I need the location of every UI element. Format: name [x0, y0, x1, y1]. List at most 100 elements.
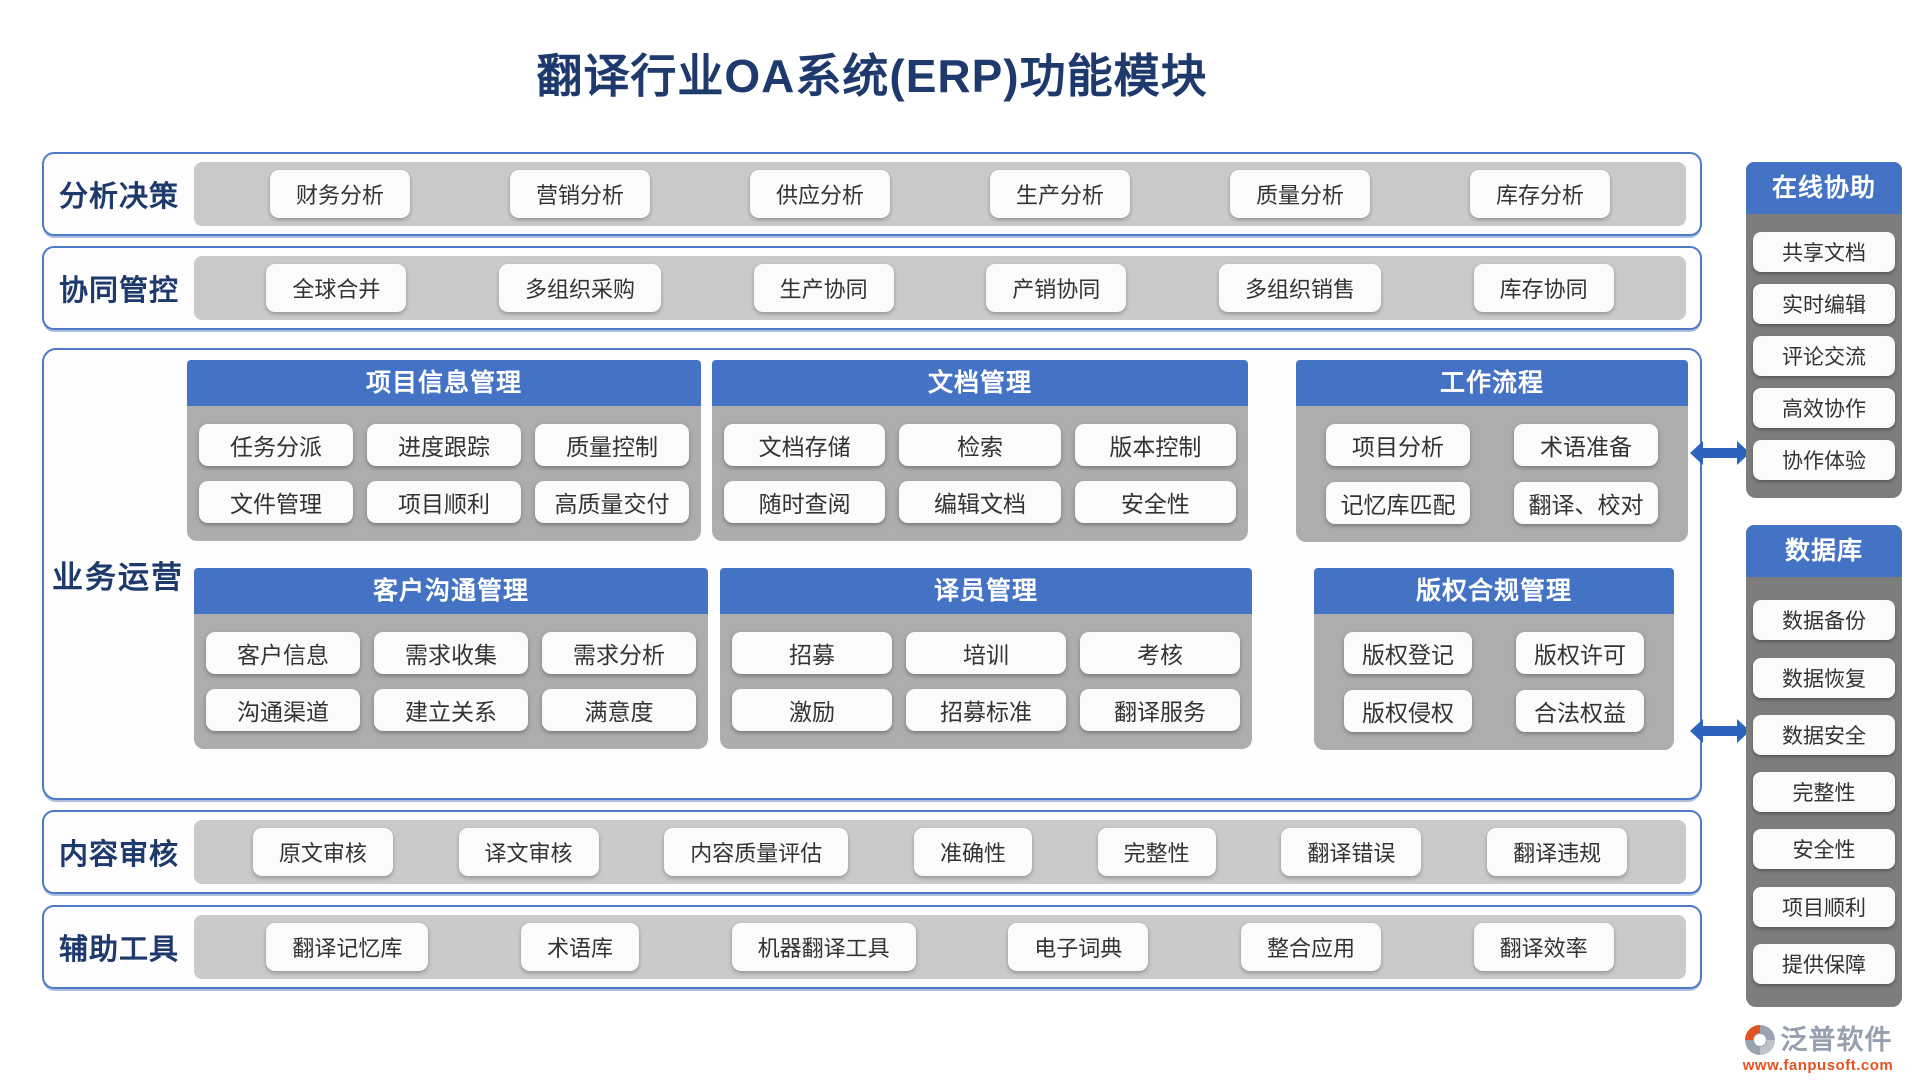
module-chip: 沟通渠道 — [206, 689, 360, 731]
band-auxiliary-tools: 辅助工具 翻译记忆库 术语库 机器翻译工具 电子词典 整合应用 翻译效率 — [42, 905, 1702, 989]
module-chip: 术语准备 — [1514, 424, 1658, 466]
sidebar-database: 数据库 数据备份 数据恢复 数据安全 完整性 安全性 项目顺利 提供保障 — [1746, 525, 1902, 1007]
module-chip: 营销分析 — [509, 170, 650, 218]
module-chip: 项目顺利 — [1753, 886, 1895, 927]
sidebar-online-help-body: 共享文档 实时编辑 评论交流 高效协作 协作体验 — [1746, 214, 1902, 498]
band-synergy: 协同管控 全球合并 多组织采购 生产协同 产销协同 多组织销售 库存协同 — [42, 246, 1702, 330]
module-chip: 产销协同 — [986, 264, 1127, 312]
double-arrow-icon — [1690, 438, 1750, 468]
module-chip: 整合应用 — [1240, 923, 1381, 971]
module-chip: 翻译记忆库 — [266, 923, 429, 971]
module-chip: 内容质量评估 — [664, 828, 849, 876]
module-chip: 客户信息 — [206, 632, 360, 674]
business-operations-section: 业务运营 项目信息管理 任务分派 进度跟踪 质量控制 文件管理 项目顺利 高质量… — [42, 348, 1702, 800]
panel-translator-management: 译员管理 招募 培训 考核 激励 招募标准 翻译服务 — [720, 568, 1252, 749]
module-chip: 版权许可 — [1516, 632, 1644, 674]
sidebar-online-help: 在线协助 共享文档 实时编辑 评论交流 高效协作 协作体验 — [1746, 162, 1902, 498]
module-chip: 供应分析 — [749, 170, 890, 218]
module-chip: 翻译效率 — [1473, 923, 1614, 971]
module-chip: 需求分析 — [542, 632, 696, 674]
panel-project-info: 项目信息管理 任务分派 进度跟踪 质量控制 文件管理 项目顺利 高质量交付 — [187, 360, 701, 541]
module-chip: 项目分析 — [1326, 424, 1470, 466]
panel-customer-communication-body: 客户信息 需求收集 需求分析 沟通渠道 建立关系 满意度 — [194, 614, 708, 749]
business-operations-label: 业务运营 — [52, 559, 184, 595]
module-chip: 编辑文档 — [899, 481, 1061, 523]
module-chip: 提供保障 — [1753, 943, 1895, 984]
module-chip: 多组织采购 — [498, 264, 661, 312]
brand-footer: 泛普软件 www.fanpusoft.com — [1728, 1024, 1908, 1074]
module-chip: 生产协同 — [753, 264, 894, 312]
module-chip: 随时查阅 — [724, 481, 886, 523]
panel-customer-communication: 客户沟通管理 客户信息 需求收集 需求分析 沟通渠道 建立关系 满意度 — [194, 568, 708, 749]
module-chip: 译文审核 — [458, 828, 599, 876]
band-analysis: 分析决策 财务分析 营销分析 供应分析 生产分析 质量分析 库存分析 — [42, 152, 1702, 236]
panel-workflow: 工作流程 项目分析 术语准备 记忆库匹配 翻译、校对 — [1296, 360, 1688, 542]
band-content-review-track: 原文审核 译文审核 内容质量评估 准确性 完整性 翻译错误 翻译违规 — [194, 820, 1686, 884]
module-chip: 协作体验 — [1753, 440, 1895, 480]
double-arrow-icon — [1690, 716, 1750, 746]
module-chip: 翻译服务 — [1080, 689, 1240, 731]
module-chip: 建立关系 — [374, 689, 528, 731]
module-chip: 质量分析 — [1229, 170, 1370, 218]
module-chip: 培训 — [906, 632, 1066, 674]
band-auxiliary-tools-track: 翻译记忆库 术语库 机器翻译工具 电子词典 整合应用 翻译效率 — [194, 915, 1686, 979]
module-chip: 版本控制 — [1074, 424, 1236, 466]
panel-translator-management-body: 招募 培训 考核 激励 招募标准 翻译服务 — [720, 614, 1252, 749]
module-chip: 版权侵权 — [1344, 690, 1472, 732]
brand-url-link[interactable]: www.fanpusoft.com — [1742, 1057, 1894, 1075]
module-chip: 评论交流 — [1753, 336, 1895, 376]
sidebar-database-body: 数据备份 数据恢复 数据安全 完整性 安全性 项目顺利 提供保障 — [1746, 577, 1902, 1007]
module-chip: 实时编辑 — [1753, 284, 1895, 324]
module-chip: 安全性 — [1074, 481, 1236, 523]
module-chip: 翻译、校对 — [1514, 482, 1658, 524]
band-content-review-label: 内容审核 — [58, 839, 179, 871]
module-chip: 财务分析 — [269, 170, 410, 218]
sidebar-online-help-header: 在线协助 — [1746, 162, 1902, 214]
panel-copyright-compliance-header: 版权合规管理 — [1314, 568, 1674, 614]
module-chip: 需求收集 — [374, 632, 528, 674]
module-chip: 生产分析 — [989, 170, 1130, 218]
module-chip: 版权登记 — [1344, 632, 1472, 674]
panel-copyright-compliance-body: 版权登记 版权许可 版权侵权 合法权益 — [1314, 614, 1674, 750]
module-chip: 任务分派 — [199, 424, 353, 466]
module-chip: 高效协作 — [1753, 388, 1895, 428]
panel-document-management-header: 文档管理 — [712, 360, 1248, 406]
band-analysis-track: 财务分析 营销分析 供应分析 生产分析 质量分析 库存分析 — [194, 162, 1686, 226]
panel-workflow-header: 工作流程 — [1296, 360, 1688, 406]
module-chip: 考核 — [1080, 632, 1240, 674]
module-chip: 完整性 — [1753, 772, 1895, 812]
module-chip: 准确性 — [913, 828, 1032, 876]
module-chip: 机器翻译工具 — [731, 923, 916, 971]
module-chip: 翻译违规 — [1487, 828, 1628, 876]
band-content-review: 内容审核 原文审核 译文审核 内容质量评估 准确性 完整性 翻译错误 翻译违规 — [42, 810, 1702, 894]
fanpu-logo-icon — [1744, 1025, 1775, 1056]
page-title: 翻译行业OA系统(ERP)功能模块 — [536, 50, 1208, 102]
module-chip: 项目顺利 — [367, 481, 521, 523]
module-chip: 数据备份 — [1753, 600, 1895, 641]
module-chip: 原文审核 — [252, 828, 393, 876]
panel-copyright-compliance: 版权合规管理 版权登记 版权许可 版权侵权 合法权益 — [1314, 568, 1674, 750]
band-analysis-label: 分析决策 — [58, 181, 179, 213]
panel-project-info-header: 项目信息管理 — [187, 360, 701, 406]
panel-document-management-body: 文档存储 检索 版本控制 随时查阅 编辑文档 安全性 — [712, 406, 1248, 541]
module-chip: 全球合并 — [266, 264, 407, 312]
module-chip: 数据恢复 — [1753, 657, 1895, 698]
panel-document-management: 文档管理 文档存储 检索 版本控制 随时查阅 编辑文档 安全性 — [712, 360, 1248, 541]
module-chip: 合法权益 — [1516, 690, 1644, 732]
module-chip: 招募 — [732, 632, 892, 674]
module-chip: 记忆库匹配 — [1326, 482, 1470, 524]
module-chip: 安全性 — [1753, 829, 1895, 870]
module-chip: 库存分析 — [1469, 170, 1610, 218]
module-chip: 文件管理 — [199, 481, 353, 523]
band-synergy-label: 协同管控 — [58, 275, 179, 307]
module-chip: 完整性 — [1097, 828, 1216, 876]
module-chip: 数据安全 — [1753, 714, 1895, 755]
band-auxiliary-tools-label: 辅助工具 — [58, 934, 179, 966]
brand-row: 泛普软件 — [1744, 1024, 1893, 1056]
brand-name: 泛普软件 — [1780, 1025, 1893, 1056]
module-chip: 库存协同 — [1473, 264, 1614, 312]
panel-project-info-body: 任务分派 进度跟踪 质量控制 文件管理 项目顺利 高质量交付 — [187, 406, 701, 541]
panel-customer-communication-header: 客户沟通管理 — [194, 568, 708, 614]
module-chip: 满意度 — [542, 689, 696, 731]
